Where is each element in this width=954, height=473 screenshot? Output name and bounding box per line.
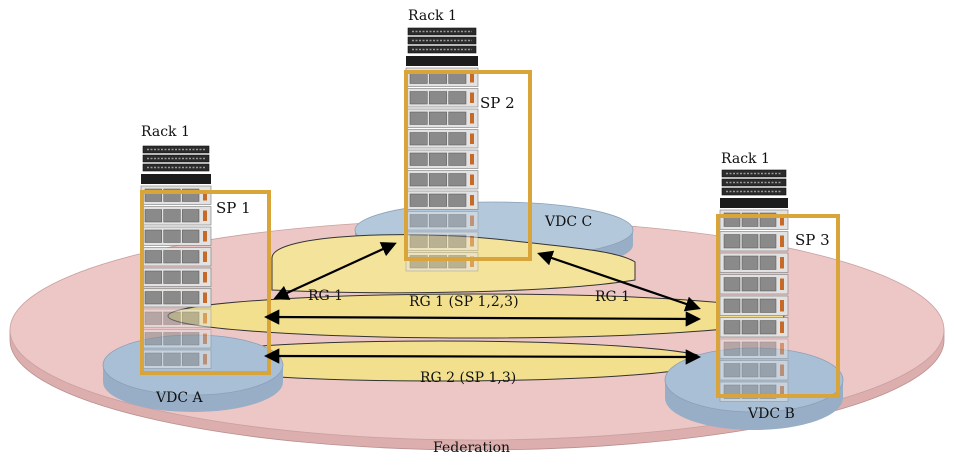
storage-node [405,88,479,108]
storage-node [719,360,789,381]
storage-node [405,129,479,149]
rg1-main-label: RG 1 (SP 1,2,3) [409,294,519,310]
storage-node [405,170,479,190]
storage-node [140,288,212,308]
storage-node [405,190,479,210]
storage-node [719,295,789,316]
storage-node [719,252,789,273]
rack-right [719,169,789,402]
storage-node [140,308,212,328]
rack-header [720,198,788,208]
sp2-box [404,70,532,261]
storage-node [140,226,212,246]
sp2-label: SP 2 [480,94,515,112]
rg1-left-label: RG 1 [308,288,343,304]
federation-label: Federation [433,440,510,456]
vdc-b-label: VDC B [747,406,795,422]
storage-node [719,381,789,402]
storage-node [405,108,479,128]
rack-header [406,56,478,66]
rg1-right-label: RG 1 [595,289,630,305]
rack-header [141,174,211,184]
sp3-box [716,214,840,398]
storage-node [140,329,212,349]
rack-center-label: Rack 1 [408,8,457,24]
vdc-c-label: VDC C [544,214,592,230]
rg2-label: RG 2 (SP 1,3) [420,370,516,386]
sp1-label: SP 1 [216,199,251,217]
sp1-box [140,190,271,375]
storage-node [719,317,789,338]
rack-right-label: Rack 1 [721,151,770,167]
storage-node [405,231,479,251]
storage-node [719,338,789,359]
rg1-right-arrow [537,250,701,312]
storage-node [140,349,212,369]
storage-node [719,231,789,252]
rack-center [405,27,479,272]
vdc-a-label: VDC A [155,390,203,406]
rack-left-label: Rack 1 [141,124,190,140]
storage-node [719,209,789,230]
rg1-left-arrow [273,242,397,300]
sp3-label: SP 3 [795,231,830,249]
storage-node [140,185,212,205]
rg2-arrow [263,348,702,365]
storage-node [140,247,212,267]
storage-node [719,274,789,295]
rg1-main-arrow [263,309,702,327]
storage-node [405,211,479,231]
storage-node [405,252,479,272]
storage-node [140,206,212,226]
storage-node [140,267,212,287]
storage-node [405,149,479,169]
rack-left [140,145,212,369]
